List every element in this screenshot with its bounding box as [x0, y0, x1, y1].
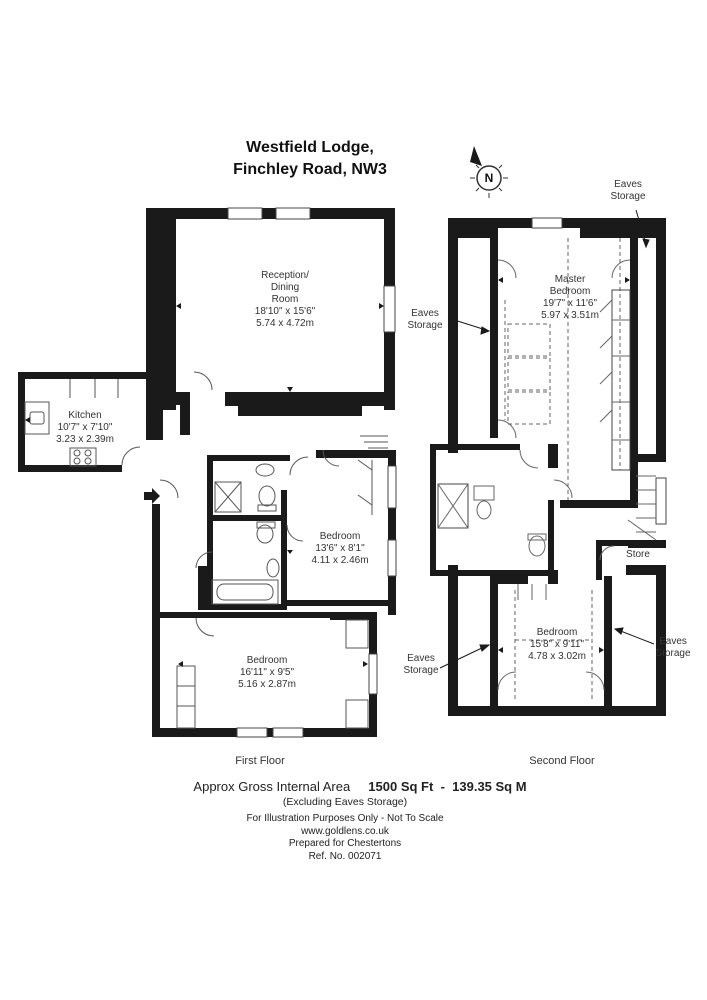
room-size-imperial: 18'10" x 15'6" [254, 306, 316, 317]
floor-label-second: Second Floor [529, 755, 595, 767]
first-floor-dimension-ticks [25, 303, 384, 667]
room-size-metric: 5.97 x 3.51m [541, 310, 599, 321]
eaves-label: Eaves [411, 308, 439, 319]
plan-title-line-1: Westfield Lodge, [246, 139, 374, 156]
area-note: (Excluding Eaves Storage) [282, 796, 408, 808]
area-sqm: 139.35 Sq M [452, 779, 527, 794]
area-separator: - [440, 779, 445, 794]
room-size-metric: 4.78 x 3.02m [528, 651, 586, 662]
room-size-imperial: 16'11" x 9'5" [239, 667, 295, 678]
eaves-label: Storage [655, 648, 691, 659]
room-name: Bedroom [536, 627, 578, 638]
eaves-storage-bottom-right: Eaves Storage [643, 636, 703, 660]
room-name: Reception/ [261, 270, 309, 281]
room-bedroom-second: Bedroom 15'8" x 9'11" 4.78 x 3.02m [515, 627, 599, 663]
room-size-imperial: 10'7" x 7'10" [57, 422, 113, 433]
first-floor-plan [18, 208, 396, 737]
eaves-storage-left: Eaves Storage [395, 308, 455, 332]
second-floor-dimension-ticks [498, 277, 630, 653]
room-bedroom-mid: Bedroom 13'6" x 8'1" 4.11 x 2.46m [300, 531, 380, 567]
room-name: Bedroom [319, 531, 361, 542]
room-store: Store [626, 549, 650, 560]
room-kitchen: Kitchen 10'7" x 7'10" 3.23 x 2.39m [45, 410, 125, 446]
room-master-bedroom: Master Bedroom 19'7" x 11'6" 5.97 x 3.51… [525, 274, 615, 322]
room-name: Dining [270, 282, 300, 293]
room-bedroom-low: Bedroom 16'11" x 9'5" 5.16 x 2.87m [222, 655, 312, 691]
footer-ref: Ref. No. 002071 [308, 850, 382, 862]
room-name: Kitchen [68, 410, 102, 421]
room-size-imperial: 15'8" x 9'11" [529, 639, 585, 650]
eaves-storage-arrows [439, 209, 655, 669]
eaves-label: Storage [610, 191, 646, 202]
footer-block: For Illustration Purposes Only - Not To … [200, 813, 490, 863]
room-size-imperial: 19'7" x 11'6" [542, 298, 598, 309]
room-name: Bedroom [549, 286, 591, 297]
area-sqft: 1500 Sq Ft [368, 779, 434, 794]
room-reception-dining: Reception/ Dining Room 18'10" x 15'6" 5.… [230, 270, 340, 330]
area-label: Approx Gross Internal Area [193, 779, 351, 794]
first-floor-windows [227, 207, 397, 738]
footer-disclaimer: For Illustration Purposes Only - Not To … [246, 813, 444, 824]
room-size-metric: 5.16 x 2.87m [238, 679, 296, 690]
second-floor-windows [531, 217, 667, 525]
eaves-label: Eaves [614, 179, 642, 190]
eaves-label: Storage [403, 665, 439, 676]
room-size-metric: 4.11 x 2.46m [311, 555, 369, 566]
eaves-storage-top-right: Eaves Storage [598, 179, 658, 203]
room-size-imperial: 13'6" x 8'1" [315, 543, 365, 554]
room-size-metric: 3.23 x 2.39m [56, 434, 114, 445]
north-compass-icon [470, 146, 508, 198]
room-name: Master [554, 274, 586, 285]
room-size-metric: 5.74 x 4.72m [256, 318, 314, 329]
first-floor-walls [146, 208, 395, 440]
footer-prepared: Prepared for Chestertons [288, 838, 402, 849]
plan-title-line-2: Finchley Road, NW3 [233, 161, 387, 178]
compass-letter: N [484, 171, 494, 185]
first-floor-fittings [24, 371, 388, 729]
room-name: Room [271, 294, 299, 305]
eaves-label: Eaves [659, 636, 687, 647]
eaves-label: Eaves [407, 653, 435, 664]
room-name: Bedroom [246, 655, 288, 666]
second-floor-fittings [437, 238, 657, 700]
floor-label-first: First Floor [235, 755, 285, 767]
footer-website: www.goldlens.co.uk [301, 825, 389, 837]
entrance-arrow-icon [144, 488, 160, 504]
eaves-storage-bottom-left: Eaves Storage [391, 653, 451, 677]
gross-area-line: Approx Gross Internal Area 1500 Sq Ft - … [150, 779, 570, 794]
eaves-label: Storage [407, 320, 443, 331]
